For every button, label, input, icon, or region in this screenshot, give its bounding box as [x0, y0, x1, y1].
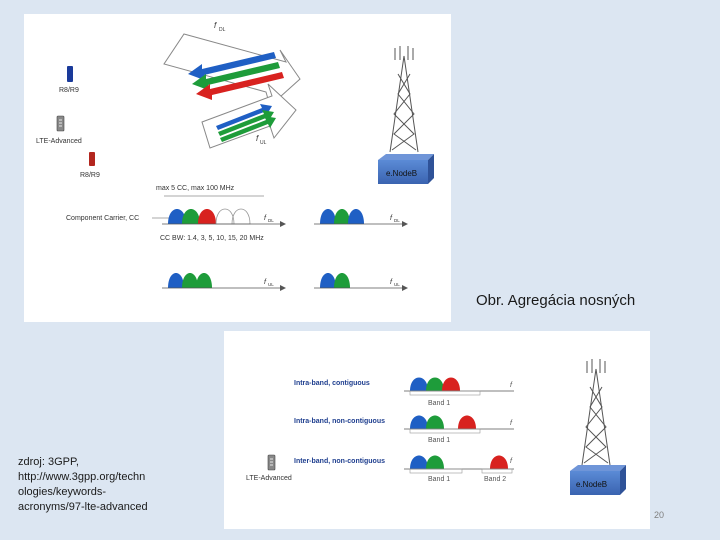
device-label-lte-advanced-bottom: LTE-Advanced: [246, 475, 292, 482]
f-ul-sub-top: UL: [260, 140, 267, 146]
cc-row-ul-right: [314, 273, 408, 291]
enodeb-tower-icon: [389, 46, 419, 153]
carrier-aggregation-diagram: R8/R9 LTE-Advanced R8/R9 f DL f UL: [36, 21, 434, 291]
enodeb-label-bottom: e.NodeB: [576, 480, 607, 489]
axis-sub-dl-left: DL: [268, 218, 274, 223]
device-label-lte-advanced: LTE-Advanced: [36, 138, 82, 145]
axis-f-row3: f: [510, 458, 513, 465]
axis-sub-dl-right: DL: [394, 218, 400, 223]
axis-f-ul-left: f: [264, 279, 267, 286]
f-ul-label-top: f: [256, 134, 259, 143]
enodeb-label-top: e.NodeB: [386, 169, 417, 178]
component-carrier-label: Component Carrier, CC: [66, 215, 139, 222]
figure-caption: Obr. Agregácia nosných: [476, 292, 636, 309]
phone-icon-lte-advanced: [56, 115, 65, 132]
uplink-carrier-arrows: [216, 104, 276, 142]
label-intra-noncontiguous: Intra-band, non-contiguous: [294, 418, 385, 425]
label-inter-noncontiguous: Inter-band, non-contiguous: [294, 458, 385, 465]
source-line-1: zdroj: 3GPP,: [18, 456, 79, 468]
band1-label-row3: Band 1: [428, 476, 450, 483]
cc-row-dl-right: [314, 209, 408, 227]
axis-sub-ul-right: UL: [394, 282, 400, 287]
phone-icon-r8r9-bottom: [89, 152, 95, 166]
f-dl-label-top: f: [214, 21, 217, 30]
top-diagram-panel: R8/R9 LTE-Advanced R8/R9 f DL f UL: [24, 14, 451, 322]
downlink-arrow-outline: [163, 33, 301, 107]
axis-f-row2: f: [510, 420, 513, 427]
max-cc-label: max 5 CC, max 100 MHz: [156, 185, 235, 192]
device-label-r8r9-bottom: R8/R9: [80, 172, 100, 179]
band1-label-row2: Band 1: [428, 437, 450, 444]
enodeb-box: [378, 154, 434, 184]
f-dl-sub-top: DL: [219, 27, 226, 33]
cc-row-dl-left: [162, 208, 286, 227]
label-intra-contiguous: Intra-band, contiguous: [294, 380, 370, 387]
band-row-intra-contiguous: [404, 377, 514, 396]
band1-label-row1: Band 1: [428, 400, 450, 407]
source-citation: zdroj: 3GPP, http://www.3gpp.org/techn o…: [18, 455, 168, 515]
axis-f-row1: f: [510, 382, 513, 389]
source-line-2: http://www.3gpp.org/techn: [18, 471, 146, 483]
bottom-diagram-panel: Intra-band, contiguous Intra-band, non-c…: [224, 331, 650, 529]
axis-f-dl-right: f: [390, 215, 393, 222]
page-number: 20: [654, 510, 665, 520]
device-label-r8r9-top: R8/R9: [59, 87, 79, 94]
band2-label-row3: Band 2: [484, 476, 506, 483]
phone-icon-r8r9-top: [67, 66, 73, 82]
enodeb-tower-icon-bottom: [581, 359, 611, 466]
source-line-4: acronyms/97-lte-advanced: [18, 501, 148, 513]
cc-bw-label: CC BW: 1.4, 3, 5, 10, 15, 20 MHz: [160, 235, 264, 242]
aggregation-types-diagram: Intra-band, contiguous Intra-band, non-c…: [246, 359, 626, 495]
band-row-inter-noncontiguous: [404, 455, 514, 474]
source-line-3: ologies/keywords-: [18, 486, 107, 498]
downlink-carrier-arrows: [188, 52, 284, 100]
band-row-intra-noncontiguous: [404, 415, 514, 434]
axis-sub-ul-left: UL: [268, 282, 274, 287]
axis-f-dl-left: f: [264, 215, 267, 222]
cc-row-ul-left: [162, 273, 286, 291]
enodeb-box-bottom: [570, 465, 626, 495]
phone-icon-lte-advanced-bottom: [267, 454, 276, 471]
axis-f-ul-right: f: [390, 279, 393, 286]
